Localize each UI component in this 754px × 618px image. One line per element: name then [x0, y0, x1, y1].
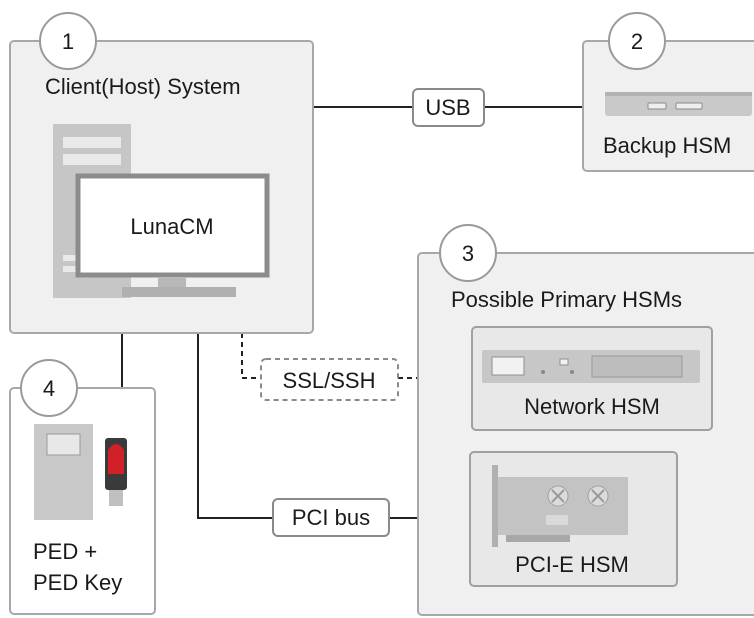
svg-text:2: 2: [631, 29, 643, 54]
ssl-ssh-connection-label: SSL/SSH: [260, 358, 399, 401]
client-system-title: Client(Host) System: [45, 74, 241, 99]
network-hsm-box: Network HSM: [471, 326, 713, 431]
primary-number-badge: 3: [439, 224, 497, 282]
pcie-card-icon: [492, 465, 628, 547]
ped-device-icon: [34, 424, 93, 520]
svg-text:4: 4: [43, 376, 55, 401]
svg-text:1: 1: [62, 29, 74, 54]
pcie-hsm-box: PCI-E HSM: [469, 451, 678, 587]
svg-text:USB: USB: [425, 95, 470, 120]
svg-text:PCI bus: PCI bus: [292, 505, 370, 530]
network-hsm-label: Network HSM: [524, 394, 660, 419]
ped-panel: PED + PED Key: [9, 387, 156, 615]
backup-hsm-device-icon: [605, 92, 752, 116]
client-system-panel: Client(Host) System LunaCM: [9, 40, 314, 334]
network-hsm-device-icon: [482, 350, 700, 383]
client-number-badge: 1: [39, 12, 97, 70]
pcie-hsm-label: PCI-E HSM: [515, 552, 629, 577]
ped-key-icon: [105, 438, 127, 506]
lunacm-label: LunaCM: [130, 214, 213, 239]
backup-hsm-panel: Backup HSM: [582, 40, 754, 172]
ped-number-badge: 4: [20, 359, 78, 417]
ped-label-line2: PED Key: [33, 570, 122, 595]
pci-bus-connection-label: PCI bus: [272, 498, 390, 537]
primary-hsms-title: Possible Primary HSMs: [451, 287, 682, 312]
svg-text:3: 3: [462, 241, 474, 266]
svg-text:SSL/SSH: SSL/SSH: [283, 368, 376, 393]
ssl-link-left: [241, 333, 261, 379]
backup-number-badge: 2: [608, 12, 666, 70]
usb-connection-label: USB: [412, 88, 485, 127]
ped-label-line1: PED +: [33, 539, 97, 564]
primary-hsms-panel: Possible Primary HSMs Network HSM: [417, 252, 754, 616]
monitor-icon: [75, 173, 270, 297]
backup-hsm-label: Backup HSM: [603, 133, 731, 158]
pci-link-left: [197, 333, 273, 519]
